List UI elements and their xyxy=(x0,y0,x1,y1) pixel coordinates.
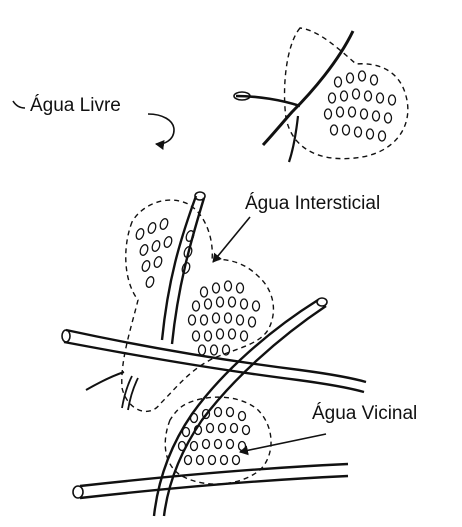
free-water-arrow xyxy=(148,114,174,144)
interstitial-dashed-outline xyxy=(122,200,274,411)
vicinal-cell-pores xyxy=(179,408,250,465)
vertical-fiber xyxy=(162,196,204,344)
free-water-label: Água Livre xyxy=(30,96,121,115)
middle-cell-pores xyxy=(189,281,260,355)
vicinal-water-label: Água Vicinal xyxy=(312,404,417,423)
top-fiber-twig xyxy=(289,116,298,162)
diagonal-fiber-tip xyxy=(317,298,327,306)
top-cell-pores xyxy=(325,71,396,141)
short-fiber-segment-1 xyxy=(86,372,124,390)
interstitial-arrow xyxy=(213,217,250,262)
top-fiber-stem xyxy=(263,31,353,145)
top-cell-dashed-outline xyxy=(285,28,408,159)
vicinal-dashed-outline xyxy=(165,397,271,484)
free-water-left-tick xyxy=(13,101,25,108)
top-fiber-branch xyxy=(236,96,300,106)
vicinal-arrow xyxy=(240,434,326,452)
horizontal-fiber-1-tip xyxy=(62,330,70,342)
horizontal-fiber-2-tip xyxy=(73,486,83,498)
vertical-fiber-tip xyxy=(195,192,205,200)
top-fiber-cluster xyxy=(234,28,408,162)
short-fiber-segment-2 xyxy=(122,376,138,410)
interstitial-water-label: Água Intersticial xyxy=(245,194,380,213)
horizontal-fiber-2 xyxy=(80,464,348,498)
horizontal-fiber-1 xyxy=(64,330,366,392)
